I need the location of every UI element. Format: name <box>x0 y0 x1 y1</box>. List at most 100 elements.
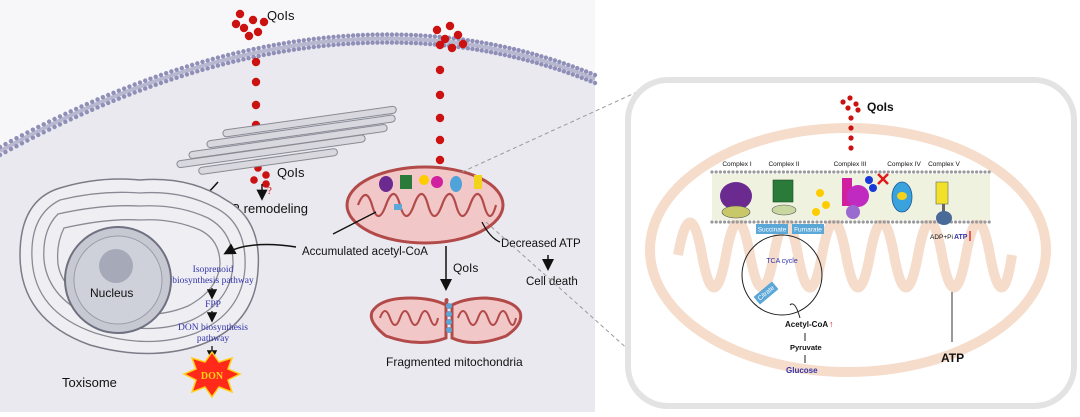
glucose-label: Glucose <box>786 366 818 375</box>
membrane-head <box>828 220 832 224</box>
membrane-head <box>281 49 287 54</box>
membrane-head <box>853 170 857 174</box>
membrane-head <box>311 36 316 42</box>
membrane-head <box>777 170 781 174</box>
complex-2-label: Complex II <box>768 161 799 168</box>
qols-dot <box>845 105 851 111</box>
membrane-head <box>276 49 282 55</box>
membrane-head <box>36 132 41 138</box>
membrane-head <box>79 104 84 109</box>
fumarate-label: Fumarate <box>794 227 822 234</box>
membrane-head <box>52 116 57 122</box>
membrane-head <box>907 220 912 224</box>
membrane-head <box>399 40 404 45</box>
membrane-head <box>246 55 251 61</box>
membrane-head <box>987 220 991 224</box>
membrane-head <box>291 39 297 44</box>
membrane-head <box>346 41 351 46</box>
qols-dot <box>848 135 854 141</box>
membrane-head <box>389 40 395 45</box>
membrane-head <box>979 170 983 174</box>
acetyl-coa-pointer <box>332 211 377 235</box>
membrane-head <box>394 32 399 37</box>
membrane-head <box>251 46 256 52</box>
membrane-head <box>870 220 874 224</box>
qols-dot <box>435 113 445 123</box>
inhibit-x-icon <box>877 173 889 185</box>
membrane-head <box>137 80 143 85</box>
membrane-head <box>920 170 924 174</box>
membrane-head <box>916 170 920 174</box>
membrane-head <box>878 220 882 224</box>
membrane-head <box>861 170 865 174</box>
membrane-head <box>479 40 484 45</box>
qols-dot <box>251 100 261 110</box>
membrane-head <box>958 220 962 224</box>
membrane-head <box>163 71 169 76</box>
membrane-head <box>710 220 714 224</box>
membrane-head <box>331 34 336 40</box>
membrane-head <box>3 149 8 155</box>
membrane-head <box>857 170 861 174</box>
membrane-head <box>844 170 849 174</box>
membrane-head <box>350 41 356 46</box>
membrane-head <box>966 220 970 224</box>
membrane-head <box>408 32 414 38</box>
membrane-head <box>25 138 30 143</box>
membrane-head <box>200 59 205 65</box>
membrane-head <box>14 135 19 141</box>
membrane-head <box>121 86 127 91</box>
membrane-head <box>418 33 423 38</box>
membrane-head <box>365 32 370 38</box>
membrane-head <box>502 52 508 58</box>
qols-dot <box>435 90 445 100</box>
membrane-head <box>920 220 924 224</box>
membrane-head <box>735 220 739 224</box>
membrane-head <box>819 170 823 174</box>
accumulated-acetyl-coa-label: Accumulated acetyl-CoA <box>302 246 428 258</box>
membrane-head <box>336 42 341 47</box>
membrane-head <box>184 72 190 77</box>
membrane-head <box>132 90 137 95</box>
membrane-head <box>89 107 95 112</box>
membrane-head <box>727 220 731 224</box>
membrane-head <box>25 130 30 135</box>
membrane-head <box>306 37 311 42</box>
membrane-head <box>970 220 975 224</box>
membrane-head <box>266 43 271 49</box>
membrane-head <box>891 220 895 224</box>
complex-3-label: Complex III <box>834 161 867 168</box>
membrane-head <box>14 143 19 149</box>
membrane-head <box>210 64 215 70</box>
membrane-head <box>394 40 399 45</box>
membrane-head <box>470 46 475 52</box>
membrane-head <box>163 79 169 84</box>
membrane-head <box>231 59 236 64</box>
membrane-head <box>408 40 414 46</box>
membrane-head <box>731 220 735 224</box>
membrane-head <box>474 47 480 52</box>
membrane-head <box>0 144 3 150</box>
membrane-head <box>200 67 205 73</box>
membrane-head <box>786 220 790 224</box>
membrane-head <box>498 51 503 57</box>
membrane-head <box>979 220 983 224</box>
membrane-head <box>975 170 979 174</box>
membrane-head <box>928 220 933 224</box>
qols-dot <box>447 43 457 53</box>
membrane-head <box>63 111 68 117</box>
membrane-head <box>46 127 52 132</box>
adp-pi-label: ADP+Pi <box>930 234 953 241</box>
membrane-head <box>266 51 271 57</box>
membrane-head <box>561 61 567 66</box>
membrane-head <box>823 170 828 174</box>
membrane-head <box>241 49 246 54</box>
membrane-head <box>507 45 512 51</box>
membrane-head <box>57 114 63 119</box>
membrane-head <box>790 170 794 174</box>
membrane-head <box>231 51 236 56</box>
membrane-head <box>765 220 769 224</box>
membrane-head <box>19 141 25 146</box>
membrane-head <box>73 114 79 120</box>
acetyl-coa-to-tca-arrow <box>789 303 801 319</box>
